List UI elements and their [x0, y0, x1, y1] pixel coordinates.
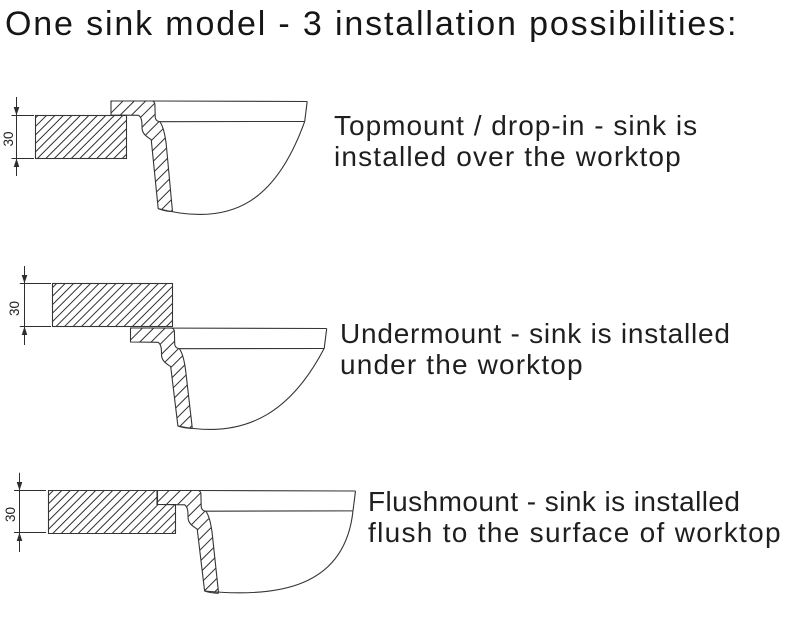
svg-text:30: 30 [1, 131, 16, 146]
svg-text:30: 30 [7, 301, 22, 316]
svg-text:30: 30 [3, 507, 18, 522]
